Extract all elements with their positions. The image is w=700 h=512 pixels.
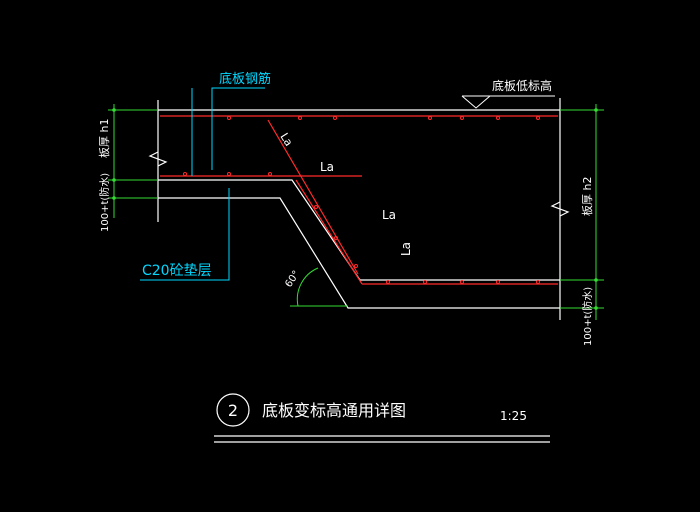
la-diagonal-label: La	[277, 131, 295, 149]
la-horizontal-label: La	[320, 160, 334, 174]
dimension-ticks	[112, 108, 598, 310]
detail-number-circle	[216, 393, 250, 427]
leader-lines	[140, 87, 265, 281]
detail-title: 底板变标高通用详图	[262, 401, 406, 420]
slab-bottom-upper-line	[158, 179, 560, 281]
cushion-left-label: 100+t(防水)	[98, 173, 111, 232]
right-break-mark	[550, 201, 570, 217]
cushion-right-label: 100+t(防水)	[581, 287, 594, 346]
dimension-lines	[108, 104, 604, 320]
detail-number: 2	[228, 401, 238, 420]
slab-thickness-h1-label: 板厚 h1	[97, 119, 111, 158]
diagonal-rebar	[267, 119, 359, 275]
cushion-leader	[140, 188, 230, 281]
scale-label: 1:25	[500, 409, 527, 423]
rebar-leader	[211, 87, 265, 170]
bottom-slab-low-elevation-label: 底板低标高	[492, 78, 552, 93]
rebar-dots	[183, 116, 540, 284]
sloped-bottom-rebar	[295, 179, 363, 285]
cushion-bottom-line	[158, 197, 560, 309]
la-middle-label: La	[382, 208, 396, 222]
slab-thickness-h2-label: 板厚 h2	[580, 177, 594, 216]
c20-cushion-label: C20砼垫层	[142, 263, 212, 279]
bottom-slab-rebar-label: 底板钢筋	[219, 71, 271, 87]
angle-arc	[296, 267, 319, 307]
la-lower-label: La	[399, 242, 413, 256]
rebar-group	[160, 115, 558, 285]
elevation-marker	[461, 95, 555, 109]
concrete-outline	[148, 98, 570, 320]
left-break-mark	[148, 151, 168, 167]
